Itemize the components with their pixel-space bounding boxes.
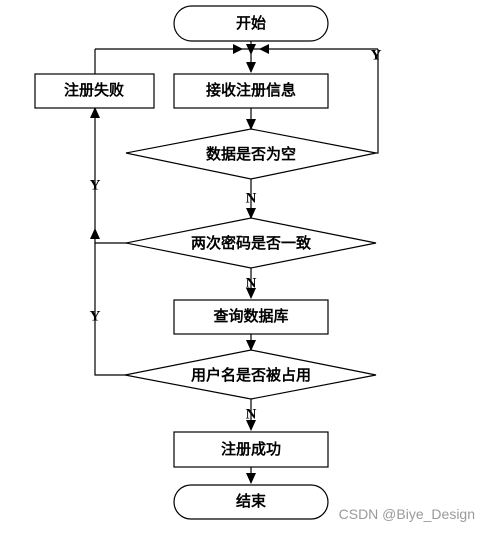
arrowhead-into-fail	[90, 107, 100, 118]
fail-process-box	[34, 73, 155, 109]
success-label: 注册成功	[221, 440, 281, 458]
edge-password-yes-fail	[94, 108, 126, 244]
end-terminator	[173, 484, 329, 520]
arrowhead-into-query	[246, 288, 256, 299]
arrowhead-bus-left	[233, 44, 243, 54]
arrowhead-into-empty	[246, 119, 256, 130]
edge-taken-yes-fail	[94, 243, 125, 376]
no-label-empty: N	[246, 190, 257, 206]
start-label: 开始	[236, 14, 266, 32]
success-process-box	[173, 431, 329, 468]
edge-empty-yes-loop	[376, 49, 379, 154]
query-process-box	[173, 299, 329, 335]
arrowhead-into-end	[246, 473, 256, 484]
no-label-password: N	[246, 275, 257, 291]
yes-label-empty: Y	[371, 47, 382, 63]
username-taken-label: 用户名是否被占用	[191, 366, 311, 384]
watermark: CSDN @Biye_Design	[338, 506, 475, 522]
username-taken-decision	[124, 349, 377, 400]
arrowhead-into-taken	[246, 340, 256, 351]
arrowhead-left-mid	[90, 228, 100, 239]
query-label: 查询数据库	[213, 307, 288, 325]
yes-label-taken: Y	[90, 308, 101, 324]
empty-check-label: 数据是否为空	[206, 145, 296, 163]
end-label: 结束	[236, 492, 267, 510]
empty-check-decision	[125, 128, 377, 180]
arrowhead-into-receive	[246, 62, 256, 73]
arrowhead-start-merge	[246, 44, 256, 55]
arrowhead-into-password	[246, 208, 256, 219]
password-check-label: 两次密码是否一致	[191, 234, 312, 252]
arrowhead-into-success	[246, 420, 256, 431]
start-terminator	[173, 5, 329, 42]
fail-label: 注册失败	[64, 81, 124, 99]
arrowhead-bus-right	[259, 44, 269, 54]
receive-process-box	[173, 73, 329, 109]
no-label-taken: N	[246, 406, 257, 422]
password-check-decision	[125, 217, 377, 269]
receive-label: 接收注册信息	[206, 81, 296, 99]
yes-label-password: Y	[90, 177, 101, 193]
